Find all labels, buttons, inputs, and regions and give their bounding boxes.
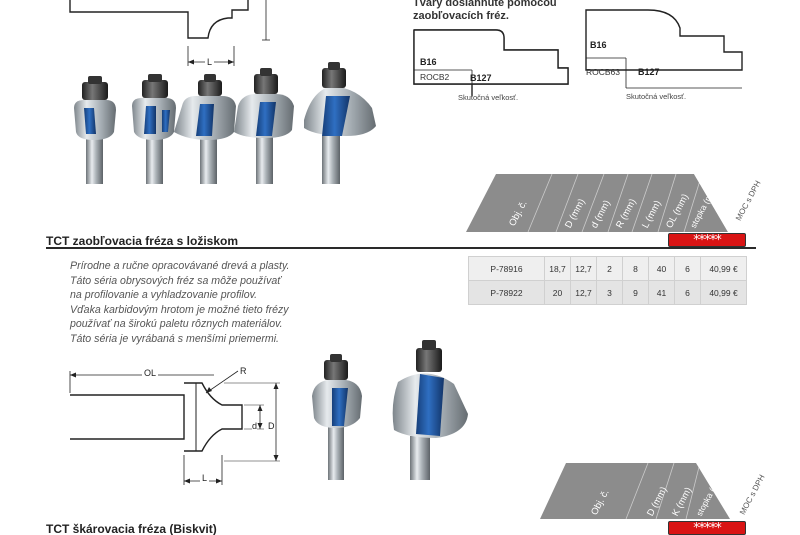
router-bit-5 <box>304 62 376 184</box>
dim-l-label: L <box>200 473 210 483</box>
dim-d-small-label: d <box>252 421 258 431</box>
table-row[interactable]: P-78922 20 12,7 3 9 41 6 40,99 € <box>468 280 747 305</box>
cell-stopka: 6 <box>674 280 701 305</box>
desc-line-3: na profilovanie a vyhladzovanie profilov… <box>70 289 258 302</box>
shape-right-top-label: B16 <box>590 40 607 50</box>
shape-left-bottom-label: B127 <box>470 73 492 83</box>
section2-title: TCT škárovacia fréza (Biskvit) <box>46 522 217 535</box>
dim-d-big-label: D <box>268 421 275 431</box>
cell-price: 40,99 € <box>700 256 747 281</box>
section2-rating-stars: ***** <box>668 521 746 535</box>
profile-shape-right: B16 ROCB63 B127 Skutočná veľkosť. <box>585 9 743 101</box>
cell-obj: P-78916 <box>468 256 545 281</box>
dim-r-label: R <box>240 366 247 376</box>
cell-price: 40,99 € <box>700 280 747 305</box>
section1-product-table: P-78916 18,7 12,7 2 8 40 6 40,99 € P-789… <box>468 256 747 305</box>
shape-left-note: Skutočná veľkosť. <box>458 93 518 102</box>
router-bit-2 <box>132 74 176 184</box>
cell-l: 9 <box>622 280 649 305</box>
section1-title: TCT zaobľovacia fréza s ložiskom <box>46 234 239 248</box>
cell-r: 2 <box>596 256 623 281</box>
top-technical-diagram <box>69 0 270 66</box>
section1-description: Prírodne a ručne opracovávané drevá a pl… <box>70 259 370 347</box>
desc-line-6: Táto séria je vyrábaná s menšími priemer… <box>70 332 279 345</box>
cell-r: 3 <box>596 280 623 305</box>
router-bit-photo-row-bottom <box>312 340 468 480</box>
desc-line-5: používať na širokú paletu rôznych materi… <box>70 318 283 331</box>
router-bit-4 <box>234 68 294 184</box>
cell-d-big: 18,7 <box>544 256 571 281</box>
shape-left-code: ROCB2 <box>420 72 450 82</box>
router-bit-1 <box>74 76 116 184</box>
section2-title-bar: TCT škárovacia fréza (Biskvit) ***** <box>46 521 756 535</box>
bottom-technical-diagram <box>69 370 280 485</box>
cell-d-small: 12,7 <box>570 256 597 281</box>
router-bit-small <box>312 354 362 480</box>
dim-ol-label: OL <box>142 368 159 378</box>
router-bit-photo-row-top <box>74 62 376 184</box>
shape-right-code: ROCB63 <box>586 67 620 77</box>
cell-d-small: 12,7 <box>570 280 597 305</box>
desc-line-1: Prírodne a ručne opracovávané drevá a pl… <box>70 260 290 272</box>
cell-stopka: 6 <box>674 256 701 281</box>
table-row[interactable]: P-78916 18,7 12,7 2 8 40 6 40,99 € <box>468 256 747 281</box>
desc-line-2: Táto séria obrysových fréz sa môže použí… <box>70 274 282 287</box>
section1-title-bar: TCT zaobľovacia fréza s ložiskom ***** <box>46 233 756 249</box>
cell-obj: P-78922 <box>468 280 545 305</box>
shape-left-top-label: B16 <box>420 57 437 67</box>
top-dim-l-label: L <box>205 57 215 67</box>
shape-right-bottom-label: B127 <box>638 67 660 77</box>
cell-l: 8 <box>622 256 649 281</box>
profile-shape-left: B16 ROCB2 B127 Skutočná veľkosť. <box>413 29 569 102</box>
shapes-heading-line2: zaobľovacích fréz. <box>413 10 509 22</box>
router-bit-3 <box>174 74 236 184</box>
desc-line-4: Vďaka karbidovým hrotom je možné tieto f… <box>70 303 289 316</box>
table1-header-band <box>466 173 756 233</box>
shape-right-note: Skutočná veľkosť. <box>626 92 686 101</box>
cell-ol: 40 <box>648 256 675 281</box>
shapes-heading: Tvary dosiahnuté pomocou zaobľovacích fr… <box>413 0 557 23</box>
cell-ol: 41 <box>648 280 675 305</box>
shapes-heading-line1: Tvary dosiahnuté pomocou <box>413 0 557 9</box>
router-bit-large <box>392 340 468 480</box>
section1-rating-stars: ***** <box>668 233 746 247</box>
table2-header-band <box>540 462 730 520</box>
cell-d-big: 20 <box>544 280 571 305</box>
